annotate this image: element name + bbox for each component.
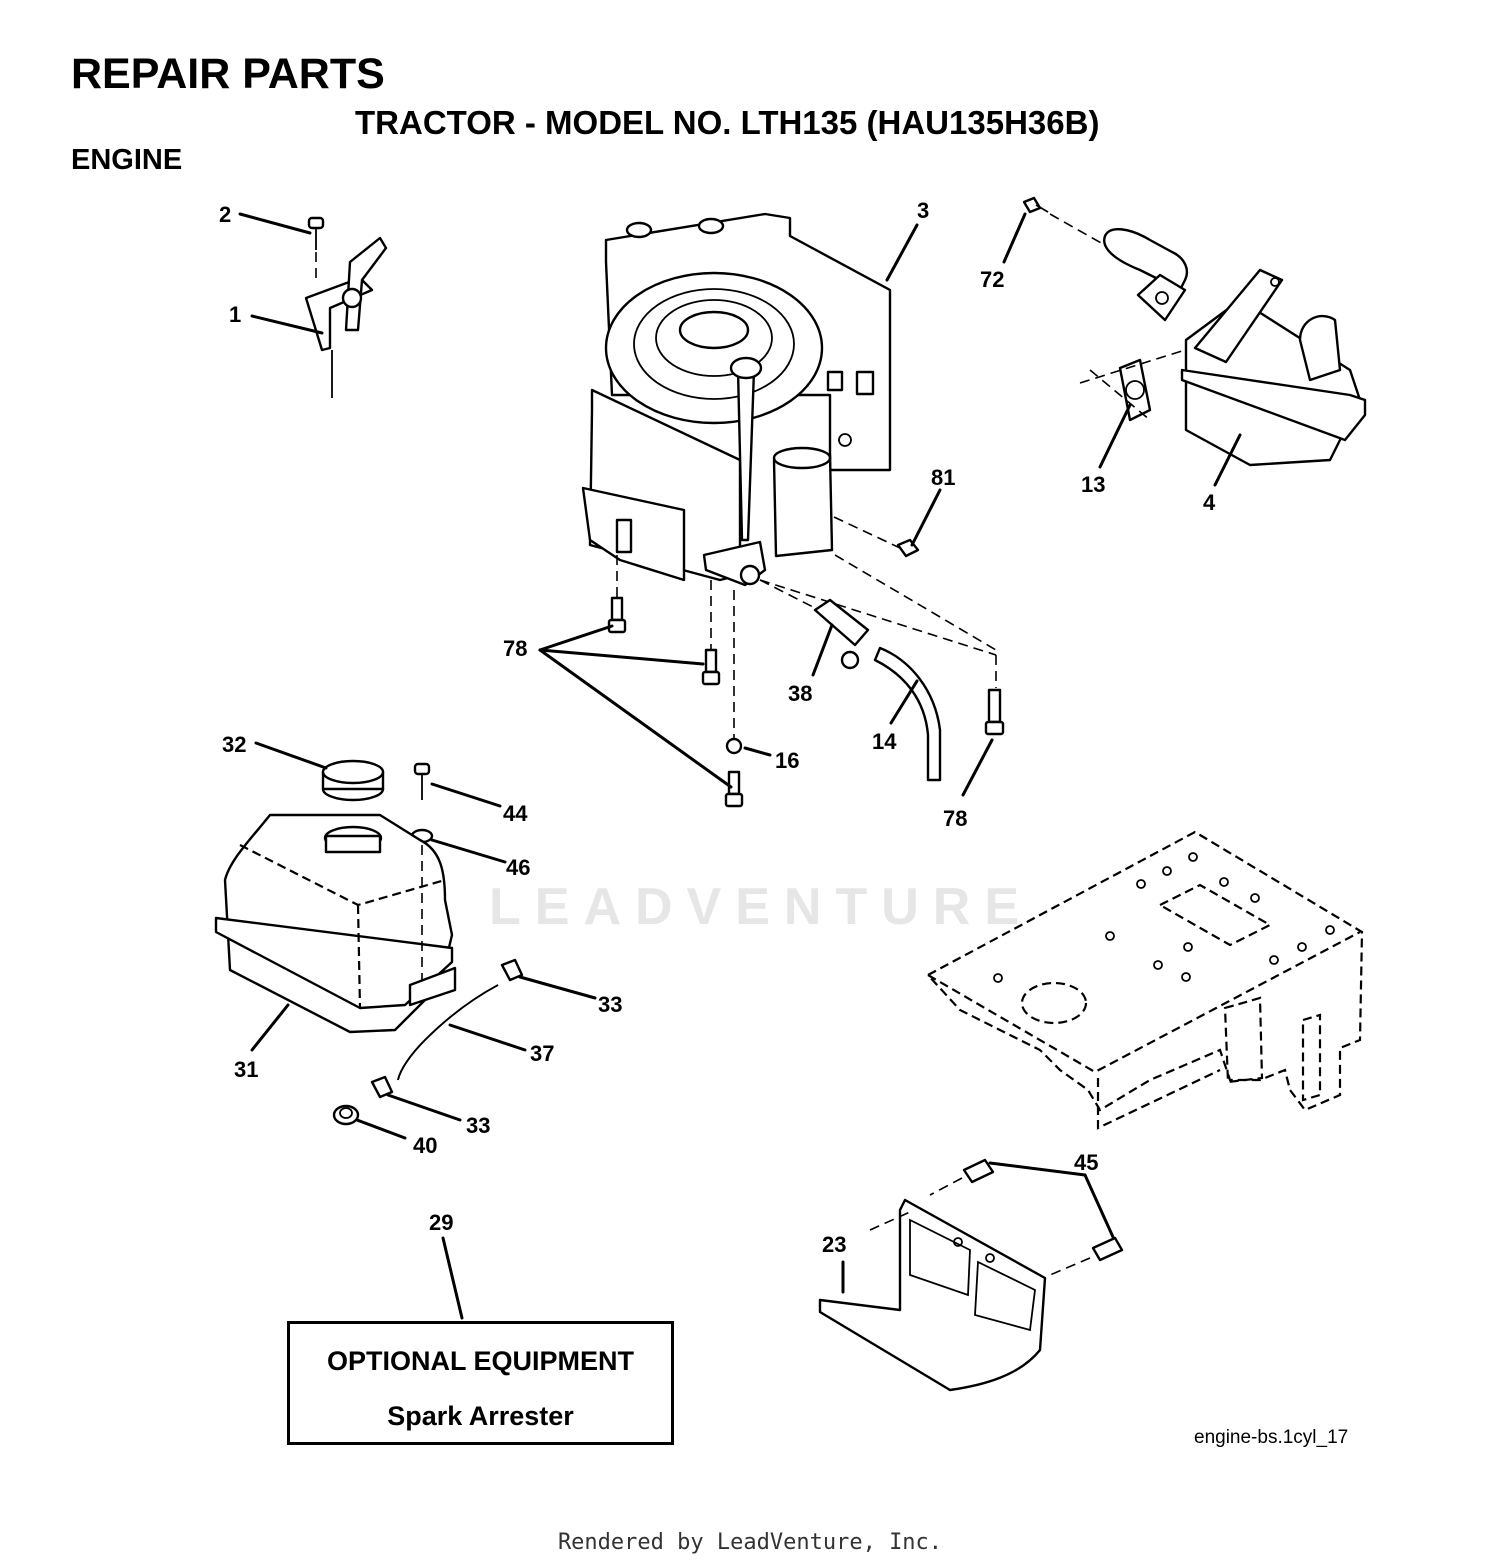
section-title: ENGINE	[71, 144, 183, 176]
optional-equipment-title: OPTIONAL EQUIPMENT	[326, 1346, 635, 1376]
part-heat-shield[interactable]	[818, 1158, 1124, 1392]
callout-31: 31	[234, 1057, 258, 1082]
callout-44: 44	[503, 801, 528, 826]
drawing-code: engine-bs.1cyl_17	[1194, 1427, 1349, 1448]
optional-equipment-box: OPTIONAL EQUIPMENT Spark Arrester	[287, 1321, 674, 1445]
part-fuel-tank[interactable]	[214, 759, 457, 1034]
footer-credit: Rendered by LeadVenture, Inc.	[557, 1530, 943, 1555]
callout-72: 72	[980, 267, 1004, 292]
callout-32: 32	[222, 732, 246, 757]
callout-2: 2	[219, 202, 231, 227]
callout-45: 45	[1074, 1150, 1098, 1175]
part-throttle-bracket[interactable]	[304, 216, 388, 398]
callout-33-b: 33	[466, 1113, 490, 1138]
part-muffler-assembly[interactable]	[1022, 196, 1367, 467]
leader-lines	[238, 212, 1242, 1320]
page-subtitle: TRACTOR - MODEL NO. LTH135 (HAU135H36B)	[355, 104, 1100, 141]
part-engine[interactable]	[581, 212, 892, 587]
callout-3: 3	[917, 198, 929, 223]
callout-1: 1	[229, 302, 241, 327]
part-fuel-filter-hose[interactable]	[759, 579, 942, 782]
part-fuel-line[interactable]	[332, 958, 524, 1126]
callout-40: 40	[413, 1133, 437, 1158]
part-tractor-frame[interactable]	[926, 830, 1364, 1130]
optional-equipment-item: Spark Arrester	[387, 1401, 574, 1431]
watermark-text: LEADVENTURE	[489, 878, 1034, 936]
callout-29: 29	[429, 1210, 453, 1235]
callout-14: 14	[872, 729, 897, 754]
callout-78-a: 78	[503, 636, 527, 661]
callout-4: 4	[1203, 490, 1216, 515]
callout-81: 81	[931, 465, 955, 490]
page-title: REPAIR PARTS	[71, 50, 385, 98]
callout-78-b: 78	[943, 806, 967, 831]
callout-33-a: 33	[598, 992, 622, 1017]
callout-37: 37	[530, 1041, 554, 1066]
callout-16: 16	[775, 748, 799, 773]
callout-23: 23	[822, 1232, 846, 1257]
callout-13: 13	[1081, 472, 1105, 497]
callout-labels: 2 1 3 72 13 4 81 78 38 14 16 78 32 44 46…	[219, 198, 1216, 1257]
callout-38: 38	[788, 681, 812, 706]
callout-46: 46	[506, 855, 530, 880]
